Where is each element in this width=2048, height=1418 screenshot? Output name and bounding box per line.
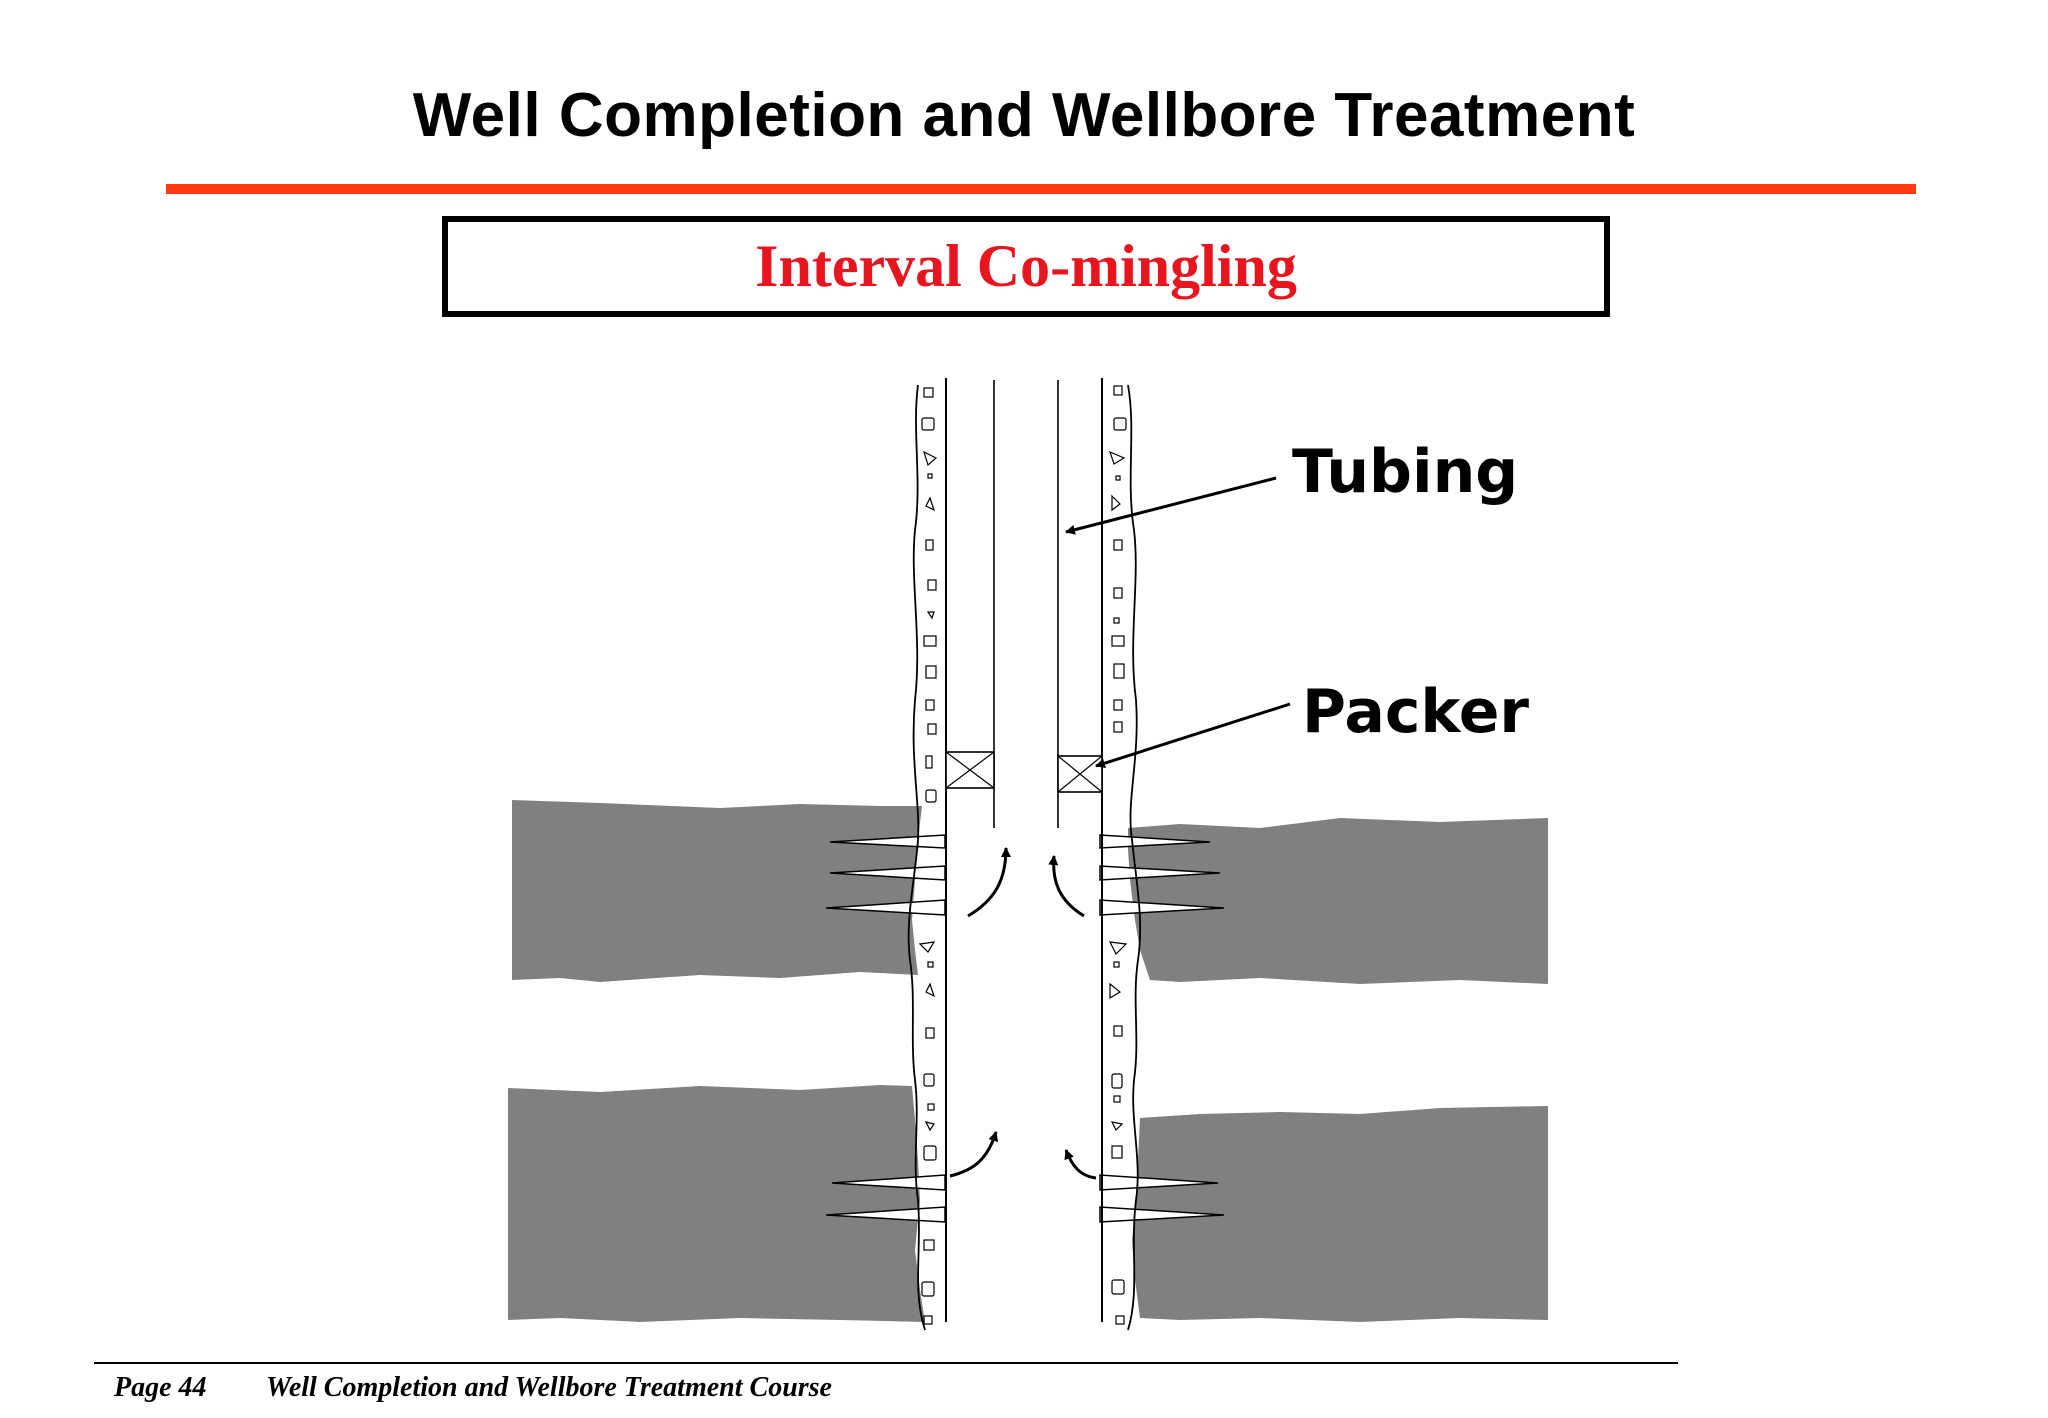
footer-rule xyxy=(94,1362,1678,1364)
cement-wall-left xyxy=(907,384,926,1331)
perforation-upper-right-1 xyxy=(1099,834,1211,849)
packer-label: Packer xyxy=(1302,677,1529,747)
flow-arrow-upper-left xyxy=(967,847,1011,918)
perforation-lower-right-2 xyxy=(1099,1206,1225,1223)
cement-specks-right xyxy=(1108,385,1128,1325)
subtitle-text: Interval Co-mingling xyxy=(755,233,1297,299)
cement-specks-left xyxy=(918,387,938,1325)
formation-upper-right xyxy=(1128,818,1548,984)
page-title: Well Completion and Wellbore Treatment xyxy=(412,81,1636,150)
tubing-callout-line xyxy=(1065,476,1277,535)
flow-arrow-upper-right xyxy=(1048,855,1085,918)
flow-arrow-lower-left xyxy=(949,1131,999,1178)
formation-lower-left xyxy=(508,1085,925,1322)
footer-course-title: Well Completion and Wellbore Treatment C… xyxy=(266,1372,832,1403)
flow-arrow-lower-right xyxy=(1064,1149,1097,1180)
packer-callout-line xyxy=(1095,702,1291,769)
tubing-label: Tubing xyxy=(1292,437,1519,507)
footer-page-number: Page 44 xyxy=(114,1372,207,1403)
title-accent-rule xyxy=(166,184,1916,194)
perforation-lower-right-1 xyxy=(1099,1174,1219,1191)
perforation-upper-right-2 xyxy=(1099,865,1221,881)
packer-left xyxy=(945,751,995,789)
formation-lower-right xyxy=(1132,1106,1548,1322)
subtitle-box: Interval Co-mingling xyxy=(442,216,1610,317)
formation-upper-left xyxy=(512,800,922,982)
packer-right xyxy=(1057,755,1103,793)
perforation-upper-right-3 xyxy=(1099,899,1225,916)
cement-wall-right xyxy=(1127,384,1142,1331)
